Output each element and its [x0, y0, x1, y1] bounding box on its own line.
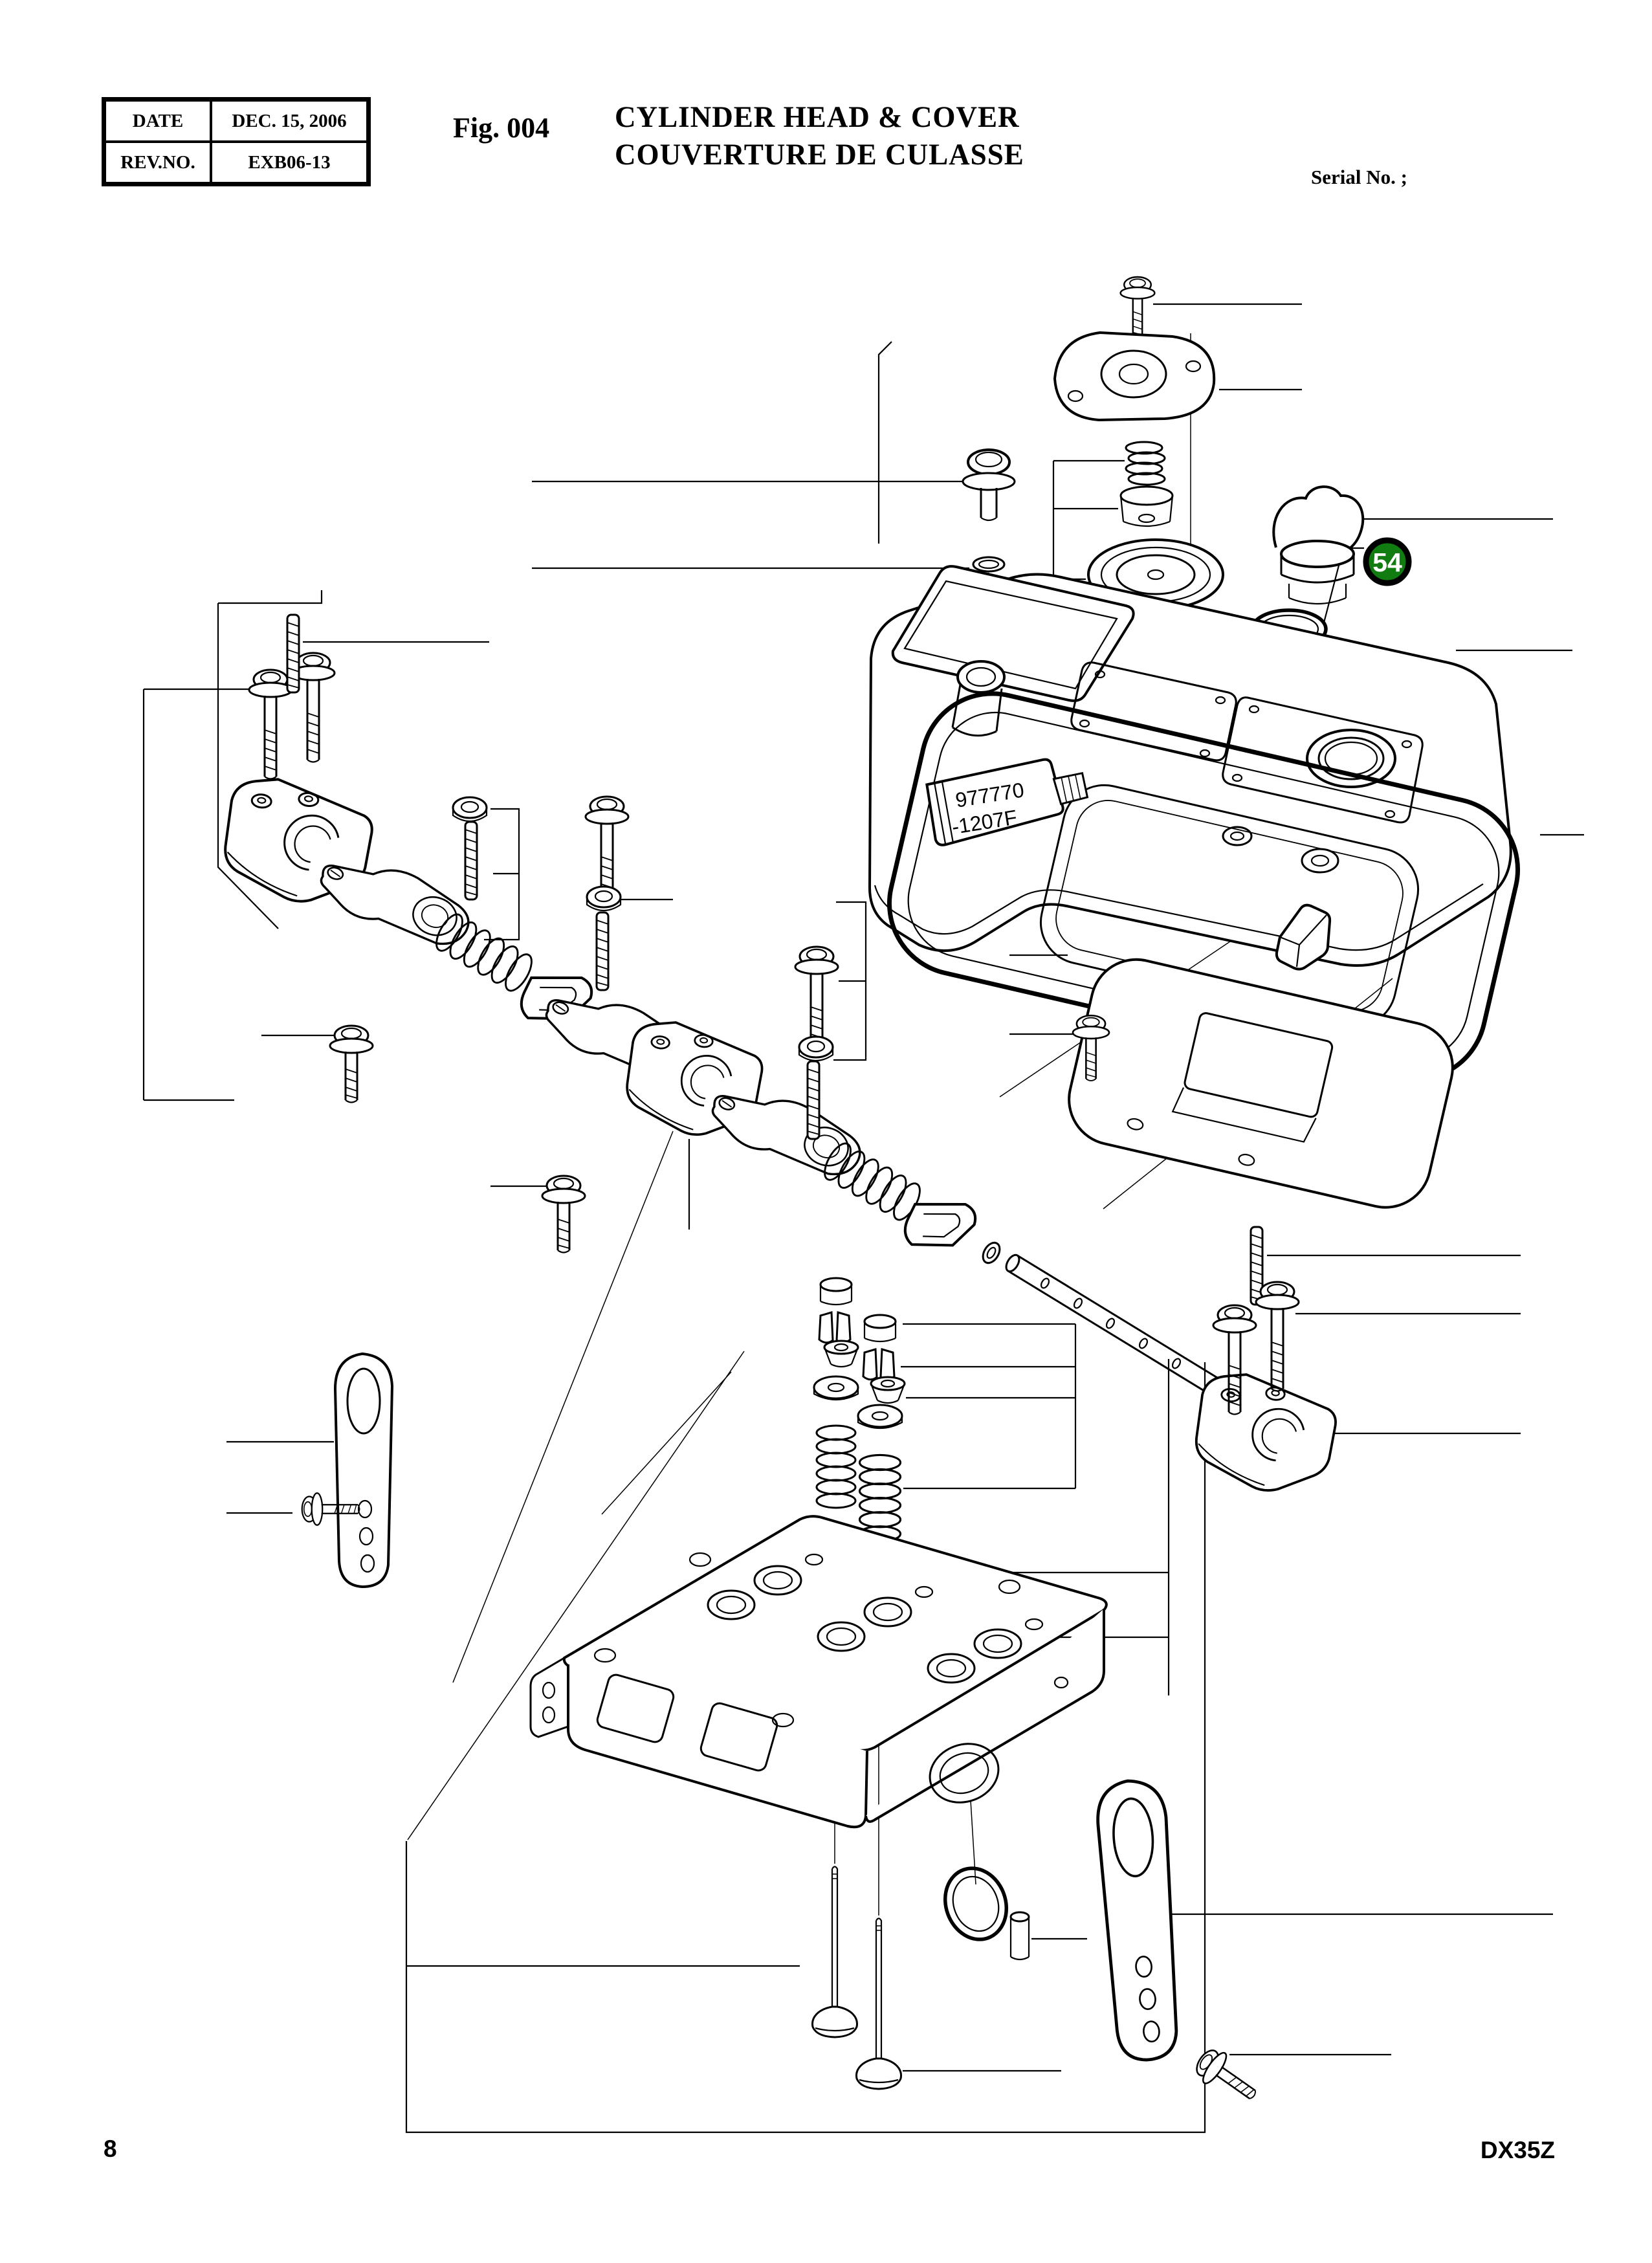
stud: [806, 1060, 820, 1140]
revno-label: REV.NO.: [106, 143, 212, 182]
breather-cup: [1119, 485, 1174, 527]
flange-bolt: [329, 1024, 374, 1103]
model-code: DX35Z: [1480, 2137, 1555, 2163]
valve-cap: [819, 1277, 853, 1306]
spring-retainer: [823, 1340, 859, 1368]
intake-valve: [811, 1866, 858, 2038]
flange-bolt: [1255, 1281, 1300, 1392]
badge-number: 54: [1372, 547, 1402, 577]
exhaust-valve: [855, 1917, 902, 2090]
valve-spring: [815, 1424, 857, 1509]
title-french: COUVERTURE DE CULASSE: [615, 138, 1024, 171]
valve-collet: [862, 1348, 896, 1381]
title-english: CYLINDER HEAD & COVER: [615, 100, 1020, 134]
nut: [586, 885, 622, 912]
spring-washer: [857, 1404, 903, 1430]
spring-retainer: [870, 1376, 906, 1404]
callout-badge-54: 54: [1363, 537, 1412, 586]
serial-number-label: Serial No. ;: [1311, 166, 1407, 188]
badge-circle: [1363, 537, 1412, 586]
date-value: DEC. 15, 2006: [232, 110, 347, 131]
breather-spring: [1125, 441, 1166, 486]
revision-info-table: DATE DEC. 15, 2006 REV.NO. EXB06-13: [102, 97, 371, 186]
valve-cap: [863, 1314, 897, 1343]
spring-washer: [813, 1375, 859, 1401]
table-row: REV.NO. EXB06-13: [106, 140, 366, 182]
page-number: 8: [104, 2136, 117, 2162]
table-row: DATE DEC. 15, 2006: [106, 102, 366, 140]
page-title: CYLINDER HEAD & COVER COUVERTURE DE CULA…: [615, 98, 1041, 173]
dowel-pin: [1009, 1911, 1030, 1961]
flange-bolt: [541, 1175, 586, 1253]
valve-spring: [858, 1453, 902, 1543]
lifting-eye-bolt: [1189, 2042, 1266, 2112]
valve-seats: [707, 1565, 1022, 1684]
stud: [595, 911, 610, 991]
rocker-follower-clip: [901, 1191, 980, 1258]
plug-o-ring: [972, 556, 1006, 573]
spacer-block: [1275, 903, 1332, 971]
stud: [286, 613, 300, 694]
lifting-eye: [1095, 1778, 1182, 2062]
valve-cover: [868, 565, 1512, 967]
breather-cover-plate: [1053, 331, 1216, 422]
figure-label: Fig. 004: [453, 112, 550, 144]
nut: [452, 796, 488, 822]
cylinder-head-block: [529, 1515, 1108, 1829]
valve-collet: [818, 1311, 852, 1344]
flange-bolt: [248, 668, 293, 780]
date-label: DATE: [106, 102, 212, 140]
rocker-shaft-bushing: [982, 1241, 1001, 1264]
baffle-plate: [1068, 958, 1454, 1209]
breather-bolt: [1119, 276, 1156, 339]
oil-filler-cap: [1272, 485, 1365, 605]
revno-value: EXB06-13: [248, 151, 331, 173]
rocker-shaft: [1005, 1253, 1240, 1406]
leader-lines: [142, 303, 1584, 2134]
cover-plug-bolt: [962, 448, 1016, 522]
stud: [464, 821, 478, 901]
camshaft-seal-ring: [943, 1866, 1009, 1941]
rocker-bracket: [1190, 1369, 1341, 1498]
lifting-eye: [334, 1352, 393, 1588]
nut: [798, 1035, 834, 1062]
